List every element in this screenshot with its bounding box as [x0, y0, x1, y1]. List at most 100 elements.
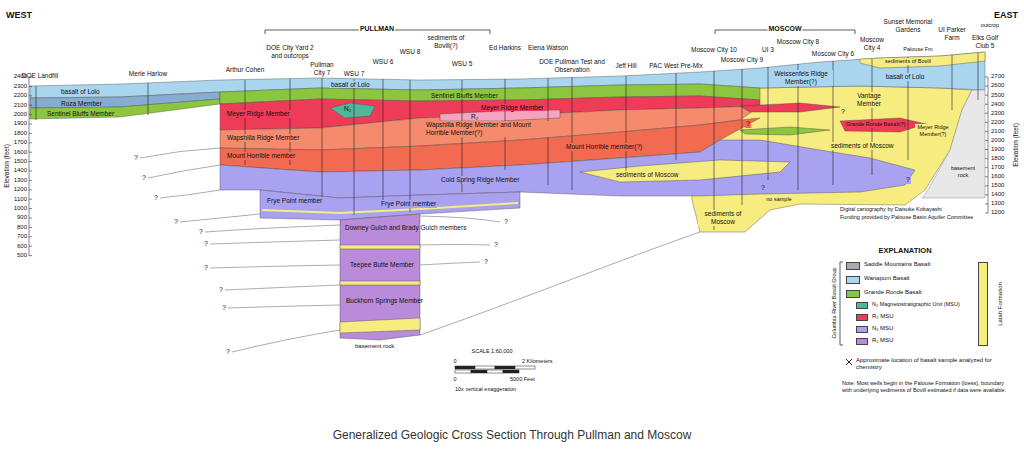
- well-name: Palouse Fm: [903, 46, 932, 53]
- legend-swatch: [856, 302, 868, 309]
- unit-label: basalt of Lolo: [885, 73, 926, 81]
- cold-spring: [220, 140, 915, 198]
- legend-swatch: [856, 338, 868, 345]
- axis-tick: 2500: [991, 92, 1004, 99]
- well-name: Elks Golf Club 5: [970, 34, 1000, 50]
- sample-symbol: [846, 359, 852, 365]
- n2-lens: [330, 103, 375, 118]
- axis-tick: 2100: [991, 128, 1004, 135]
- axis-tick: 2400: [14, 73, 27, 80]
- well-name: Merle Harlow: [129, 70, 167, 78]
- r2-lens: [440, 110, 560, 121]
- legend-text: R₂ MSU: [872, 313, 894, 320]
- axis-tick: 1700: [14, 139, 27, 146]
- interbed: [340, 245, 420, 249]
- axis-tick: 2400: [991, 101, 1004, 108]
- legend-text: Approximate location of basalt sample an…: [856, 357, 1006, 371]
- legend-text: R₁ MSU: [872, 337, 893, 344]
- unit-label: Grande Ronde Basalt(?): [845, 121, 907, 128]
- axis-tick: 2000: [14, 111, 27, 118]
- scale-label: 0: [453, 358, 456, 365]
- well-name: outcrop: [981, 22, 999, 29]
- legend-swatch: [846, 276, 860, 284]
- well-name: WSU 7: [344, 70, 365, 78]
- well-name: Ed Harkins: [489, 44, 521, 52]
- legend-text: Latah Formation: [997, 282, 1004, 326]
- well-name: Moscow City 9: [721, 56, 763, 64]
- legend-swatch: [856, 326, 868, 333]
- unit-label: no sample: [765, 196, 793, 203]
- axis-tick: 2000: [991, 137, 1004, 144]
- axis-tick: 1900: [14, 120, 27, 127]
- legend-text: Grande Ronde Basalt: [864, 289, 922, 296]
- query-mark: ?: [198, 228, 204, 236]
- axis-tick: 2700: [991, 73, 1004, 80]
- rock-units: [30, 52, 985, 340]
- unit-label: Wapshilla Ridge Member: [226, 134, 300, 142]
- axis-title: Elevation (feet): [1012, 123, 1020, 167]
- well-name: Moscow City 4: [857, 36, 887, 52]
- axis-tick: 1600: [14, 149, 27, 156]
- city-label: MOSCOW: [767, 25, 802, 33]
- basement-right: [922, 90, 985, 198]
- axis-tick: 1800: [14, 130, 27, 137]
- axis-tick: 1500: [991, 182, 1004, 189]
- axes: [29, 77, 988, 256]
- well-name: WSU 8: [400, 48, 421, 56]
- unit-label: basement rock: [355, 343, 394, 350]
- axis-tick: 1300: [991, 200, 1004, 207]
- axis-tick: 1100: [14, 196, 27, 203]
- figure-title: Generalized Geologic Cross Section Throu…: [333, 428, 692, 442]
- legend-swatch: [846, 262, 860, 270]
- query-mark: ?: [173, 218, 179, 226]
- scale-label: 5000 Feet: [510, 376, 535, 383]
- axis-tick: 1500: [14, 158, 27, 165]
- query-mark: ?: [503, 218, 509, 226]
- well-name: WSU 6: [373, 58, 394, 66]
- axis-tick: 1200: [14, 186, 27, 193]
- unit-label: Sentinel Bluffs Member: [46, 110, 115, 118]
- bovill-band: [860, 52, 985, 68]
- unit-label: Downey Gulch and Brady Gulch members: [345, 224, 466, 232]
- well-name: Moscow City 8: [777, 38, 819, 46]
- unit-label: R₂: [470, 113, 479, 121]
- moscow-lens: [580, 160, 790, 182]
- axis-tick: 1600: [991, 173, 1004, 180]
- query-mark: ?: [141, 174, 147, 182]
- query-mark: ?: [905, 176, 911, 184]
- green-lens: [740, 127, 830, 135]
- unit-label: Buckhorn Springs Member: [346, 297, 423, 305]
- unit-label: Sentinel Bluffs Member: [430, 92, 499, 100]
- unit-label: Teepee Butte Member: [350, 261, 414, 269]
- legend-heading: EXPLANATION: [878, 246, 931, 255]
- interbed: [340, 281, 420, 285]
- well-name: PAC West Pre-Mix: [649, 62, 703, 70]
- map-note: Note: Most wells begin in the Palouse Fo…: [842, 380, 1012, 393]
- sentinel-left: [30, 99, 220, 119]
- interbed: [340, 318, 420, 333]
- legend-text: Wanapum Basalt: [864, 275, 909, 282]
- axis-tick: 900: [17, 214, 27, 221]
- unit-label: basalt of Lolo: [330, 81, 371, 89]
- well-name: DOE Landfill: [22, 72, 59, 80]
- uncertain-contacts: [140, 148, 700, 352]
- unit-label: Vantage Member: [848, 92, 890, 108]
- unit-label: Frye Point member: [266, 197, 323, 205]
- axis-tick: 600: [17, 243, 27, 250]
- axis-title: Elevation (feet): [3, 144, 11, 188]
- axis-tick: 1700: [991, 164, 1004, 171]
- well-name: DOE City Yard 2 and outcrops: [262, 44, 318, 60]
- scale-bar: [455, 366, 535, 373]
- query-mark: ?: [483, 258, 489, 266]
- well-name: Arthur Cohen: [226, 66, 265, 74]
- legend-swatch: [856, 314, 868, 321]
- unit-label: Roza Member: [60, 100, 103, 108]
- unit-label: sediments of Moscow: [615, 171, 680, 179]
- axis-tick: 1400: [991, 191, 1004, 198]
- axis-tick: 2200: [14, 92, 27, 99]
- query-mark: ?: [133, 154, 139, 162]
- well-name: DOE Pullman Test and Observation: [537, 58, 607, 74]
- query-mark: ?: [203, 240, 209, 248]
- legend-text: N₂ Magnetostratigraphic Unit (MSU): [872, 301, 960, 308]
- well-name: Moscow City 6: [812, 50, 854, 58]
